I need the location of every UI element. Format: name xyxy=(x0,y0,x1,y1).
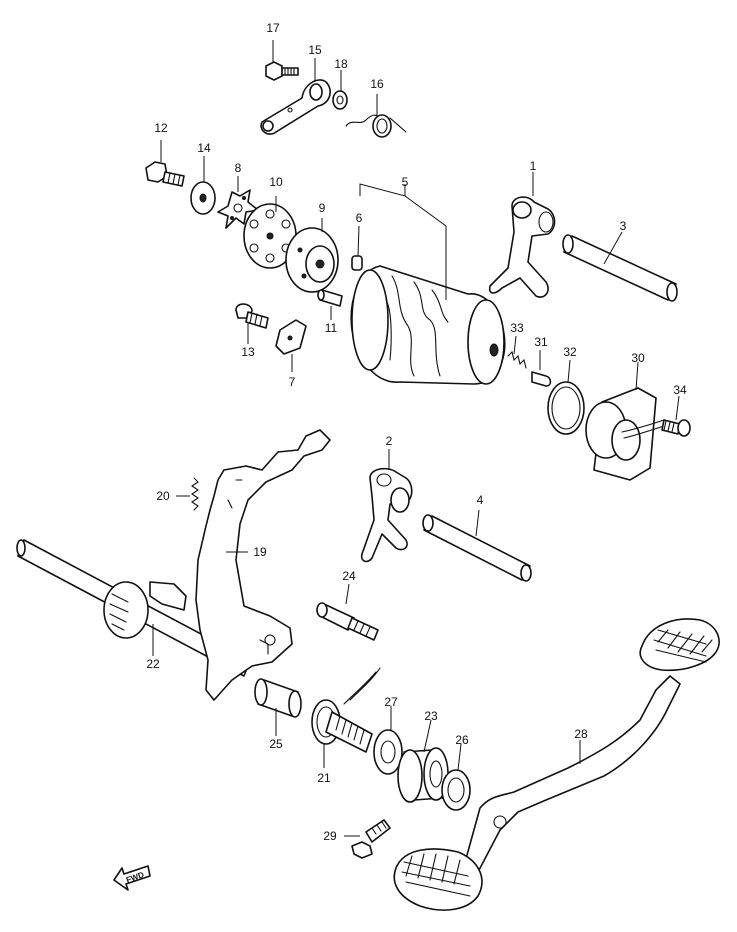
callout-30: 30 xyxy=(631,351,645,365)
part-27-washer[interactable] xyxy=(373,729,403,775)
part-15-shift-arm[interactable] xyxy=(260,79,331,135)
part-2-shift-fork[interactable] xyxy=(360,467,413,563)
callout-19: 19 xyxy=(253,545,267,559)
callout-15: 15 xyxy=(308,43,322,57)
callout-4: 4 xyxy=(477,493,484,507)
part-20-spring[interactable] xyxy=(191,477,199,511)
part-13-screw[interactable] xyxy=(235,303,269,329)
callout-6: 6 xyxy=(356,211,363,225)
part-19-shift-arm[interactable] xyxy=(149,429,331,701)
part-23-bearing[interactable] xyxy=(397,747,449,803)
part-17-bolt[interactable] xyxy=(265,61,299,81)
callout-8: 8 xyxy=(235,161,242,175)
part-10-pin-plate[interactable] xyxy=(243,203,297,269)
callout-17: 17 xyxy=(266,21,280,35)
forward-direction-badge: FWD xyxy=(113,865,151,891)
leader-lines xyxy=(152,40,680,837)
callout-21: 21 xyxy=(317,771,331,785)
callout-10: 10 xyxy=(269,175,283,189)
callout-33: 33 xyxy=(510,321,524,335)
part-31-neutral-pin[interactable] xyxy=(531,371,552,387)
part-26-oil-seal[interactable] xyxy=(441,769,471,811)
callout-12: 12 xyxy=(154,121,168,135)
part-9-cam-plate[interactable] xyxy=(285,227,339,293)
callout-3: 3 xyxy=(620,219,627,233)
callout-20: 20 xyxy=(156,489,170,503)
part-18-washer[interactable] xyxy=(332,90,348,110)
part-7-plate[interactable] xyxy=(275,319,307,355)
part-25-collar[interactable] xyxy=(254,678,302,718)
callout-31: 31 xyxy=(534,335,548,349)
callout-5: 5 xyxy=(402,175,409,189)
part-8-cam-stopper-plate[interactable] xyxy=(217,189,259,229)
callout-16: 16 xyxy=(370,77,384,91)
callout-14: 14 xyxy=(197,141,211,155)
part-6-pin[interactable] xyxy=(351,255,363,271)
callout-2: 2 xyxy=(386,434,393,448)
callout-32: 32 xyxy=(563,345,577,359)
part-21-oil-seal[interactable] xyxy=(311,667,381,753)
callout-25: 25 xyxy=(269,737,283,751)
callout-23: 23 xyxy=(424,709,438,723)
part-32-o-ring[interactable] xyxy=(547,381,585,435)
callout-34: 34 xyxy=(673,383,687,397)
part-22-gear-shift-shaft[interactable] xyxy=(16,539,251,677)
callout-29: 29 xyxy=(323,829,337,843)
part-1-shift-fork[interactable] xyxy=(488,196,556,298)
part-3-fork-shaft[interactable] xyxy=(562,234,678,302)
part-12-bolt[interactable] xyxy=(145,161,185,187)
part-14-washer[interactable] xyxy=(190,181,216,215)
callout-1: 1 xyxy=(530,159,537,173)
callout-11: 11 xyxy=(325,321,338,335)
part-33-spring[interactable] xyxy=(507,350,527,369)
callout-18: 18 xyxy=(334,57,348,71)
callout-7: 7 xyxy=(289,375,296,389)
part-11-pin[interactable] xyxy=(317,289,343,307)
callout-13: 13 xyxy=(241,345,255,359)
callout-22: 22 xyxy=(146,657,160,671)
callout-9: 9 xyxy=(319,201,326,215)
callout-27: 27 xyxy=(384,695,398,709)
part-5-gear-shift-cam-drum[interactable] xyxy=(350,265,506,385)
callout-labels: 1 2 3 4 5 6 7 8 10 9 11 12 13 14 15 16 1… xyxy=(146,21,687,843)
part-28-gear-shift-lever[interactable] xyxy=(393,618,720,911)
part-16-spring[interactable] xyxy=(345,114,407,138)
part-4-fork-shaft[interactable] xyxy=(422,514,532,582)
part-24-stud-bolt[interactable] xyxy=(316,602,379,641)
callout-28: 28 xyxy=(574,727,588,741)
part-30-gear-position-switch[interactable] xyxy=(585,387,665,481)
callout-26: 26 xyxy=(455,733,469,747)
part-34-screw[interactable] xyxy=(661,419,691,437)
part-29-bolt[interactable] xyxy=(351,819,391,859)
callout-24: 24 xyxy=(342,569,356,583)
